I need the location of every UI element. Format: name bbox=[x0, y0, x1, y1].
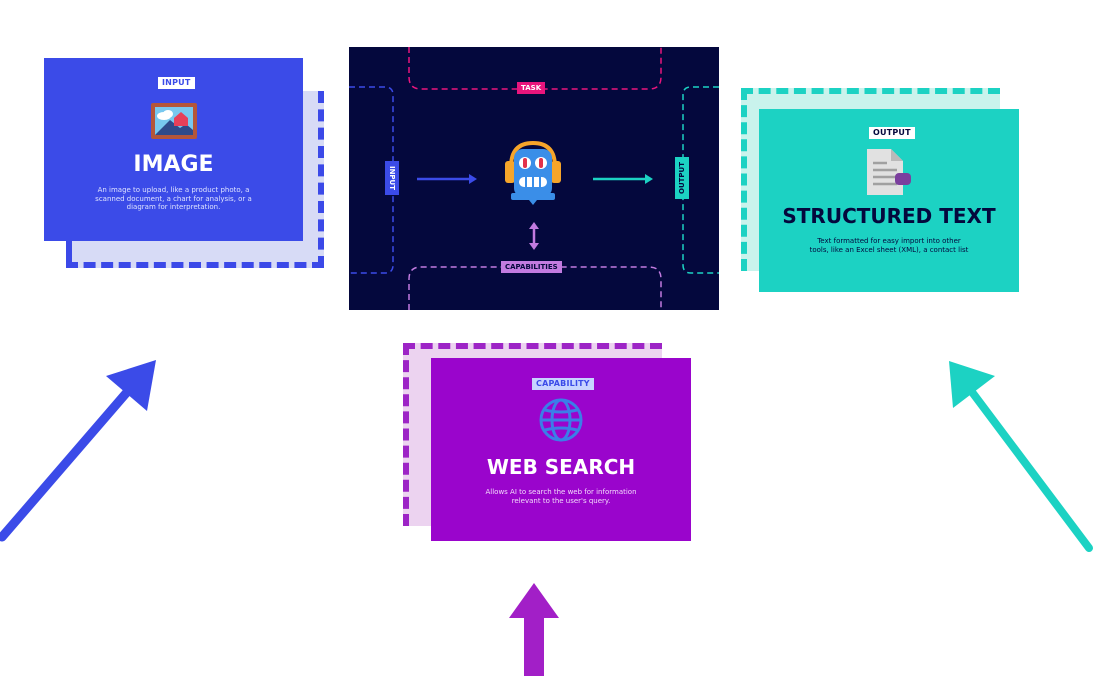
image-card-title: IMAGE bbox=[133, 152, 214, 177]
input-label-box: INPUT bbox=[385, 161, 399, 195]
description-line: relevant to the user's query. bbox=[511, 496, 611, 505]
input-arrow bbox=[0, 360, 156, 542]
description-line: scanned document, a chart for analysis, … bbox=[95, 194, 252, 203]
structured-text-output-card[interactable]: OUTPUT STRUCTURED TEXT Text formatted fo… bbox=[759, 109, 1019, 292]
output-arrow bbox=[949, 361, 1093, 552]
robot-icon bbox=[497, 137, 569, 213]
capability-tag: CAPABILITY bbox=[532, 378, 594, 390]
output-card-title: STRUCTURED TEXT bbox=[782, 204, 996, 228]
capability-card-title: WEB SEARCH bbox=[486, 455, 636, 479]
image-card-description: An image to upload, like a product photo… bbox=[44, 186, 303, 212]
output-tag: OUTPUT bbox=[869, 127, 915, 139]
picture-frame-icon bbox=[150, 102, 198, 144]
description-line: An image to upload, like a product photo… bbox=[97, 186, 250, 194]
capability-arrow bbox=[509, 583, 559, 676]
document-icon bbox=[865, 147, 913, 201]
task-label: TASK bbox=[517, 82, 546, 94]
description-line: Allows AI to search the web for informat… bbox=[485, 488, 637, 496]
image-input-card[interactable]: INPUT IMAGE An image to upload, like a p… bbox=[44, 58, 303, 241]
globe-icon bbox=[537, 396, 585, 448]
capabilities-label: CAPABILITIES bbox=[501, 261, 562, 273]
output-card-description: Text formatted for easy import into othe… bbox=[759, 237, 1019, 254]
web-search-capability-card[interactable]: CAPABILITY WEB SEARCH Allows AI to searc… bbox=[431, 358, 691, 541]
output-label-box: OUTPUT bbox=[675, 157, 689, 199]
description-line: diagram for interpretation. bbox=[126, 203, 221, 211]
capability-card-description: Allows AI to search the web for informat… bbox=[431, 488, 691, 505]
input-tag: INPUT bbox=[158, 77, 195, 89]
task-diagram-panel: TASK INPUT OUTPUT CAPABILITIES bbox=[349, 47, 719, 310]
description-line: Text formatted for easy import into othe… bbox=[817, 237, 961, 245]
description-line: tools, like an Excel sheet (XML), a cont… bbox=[809, 245, 969, 254]
